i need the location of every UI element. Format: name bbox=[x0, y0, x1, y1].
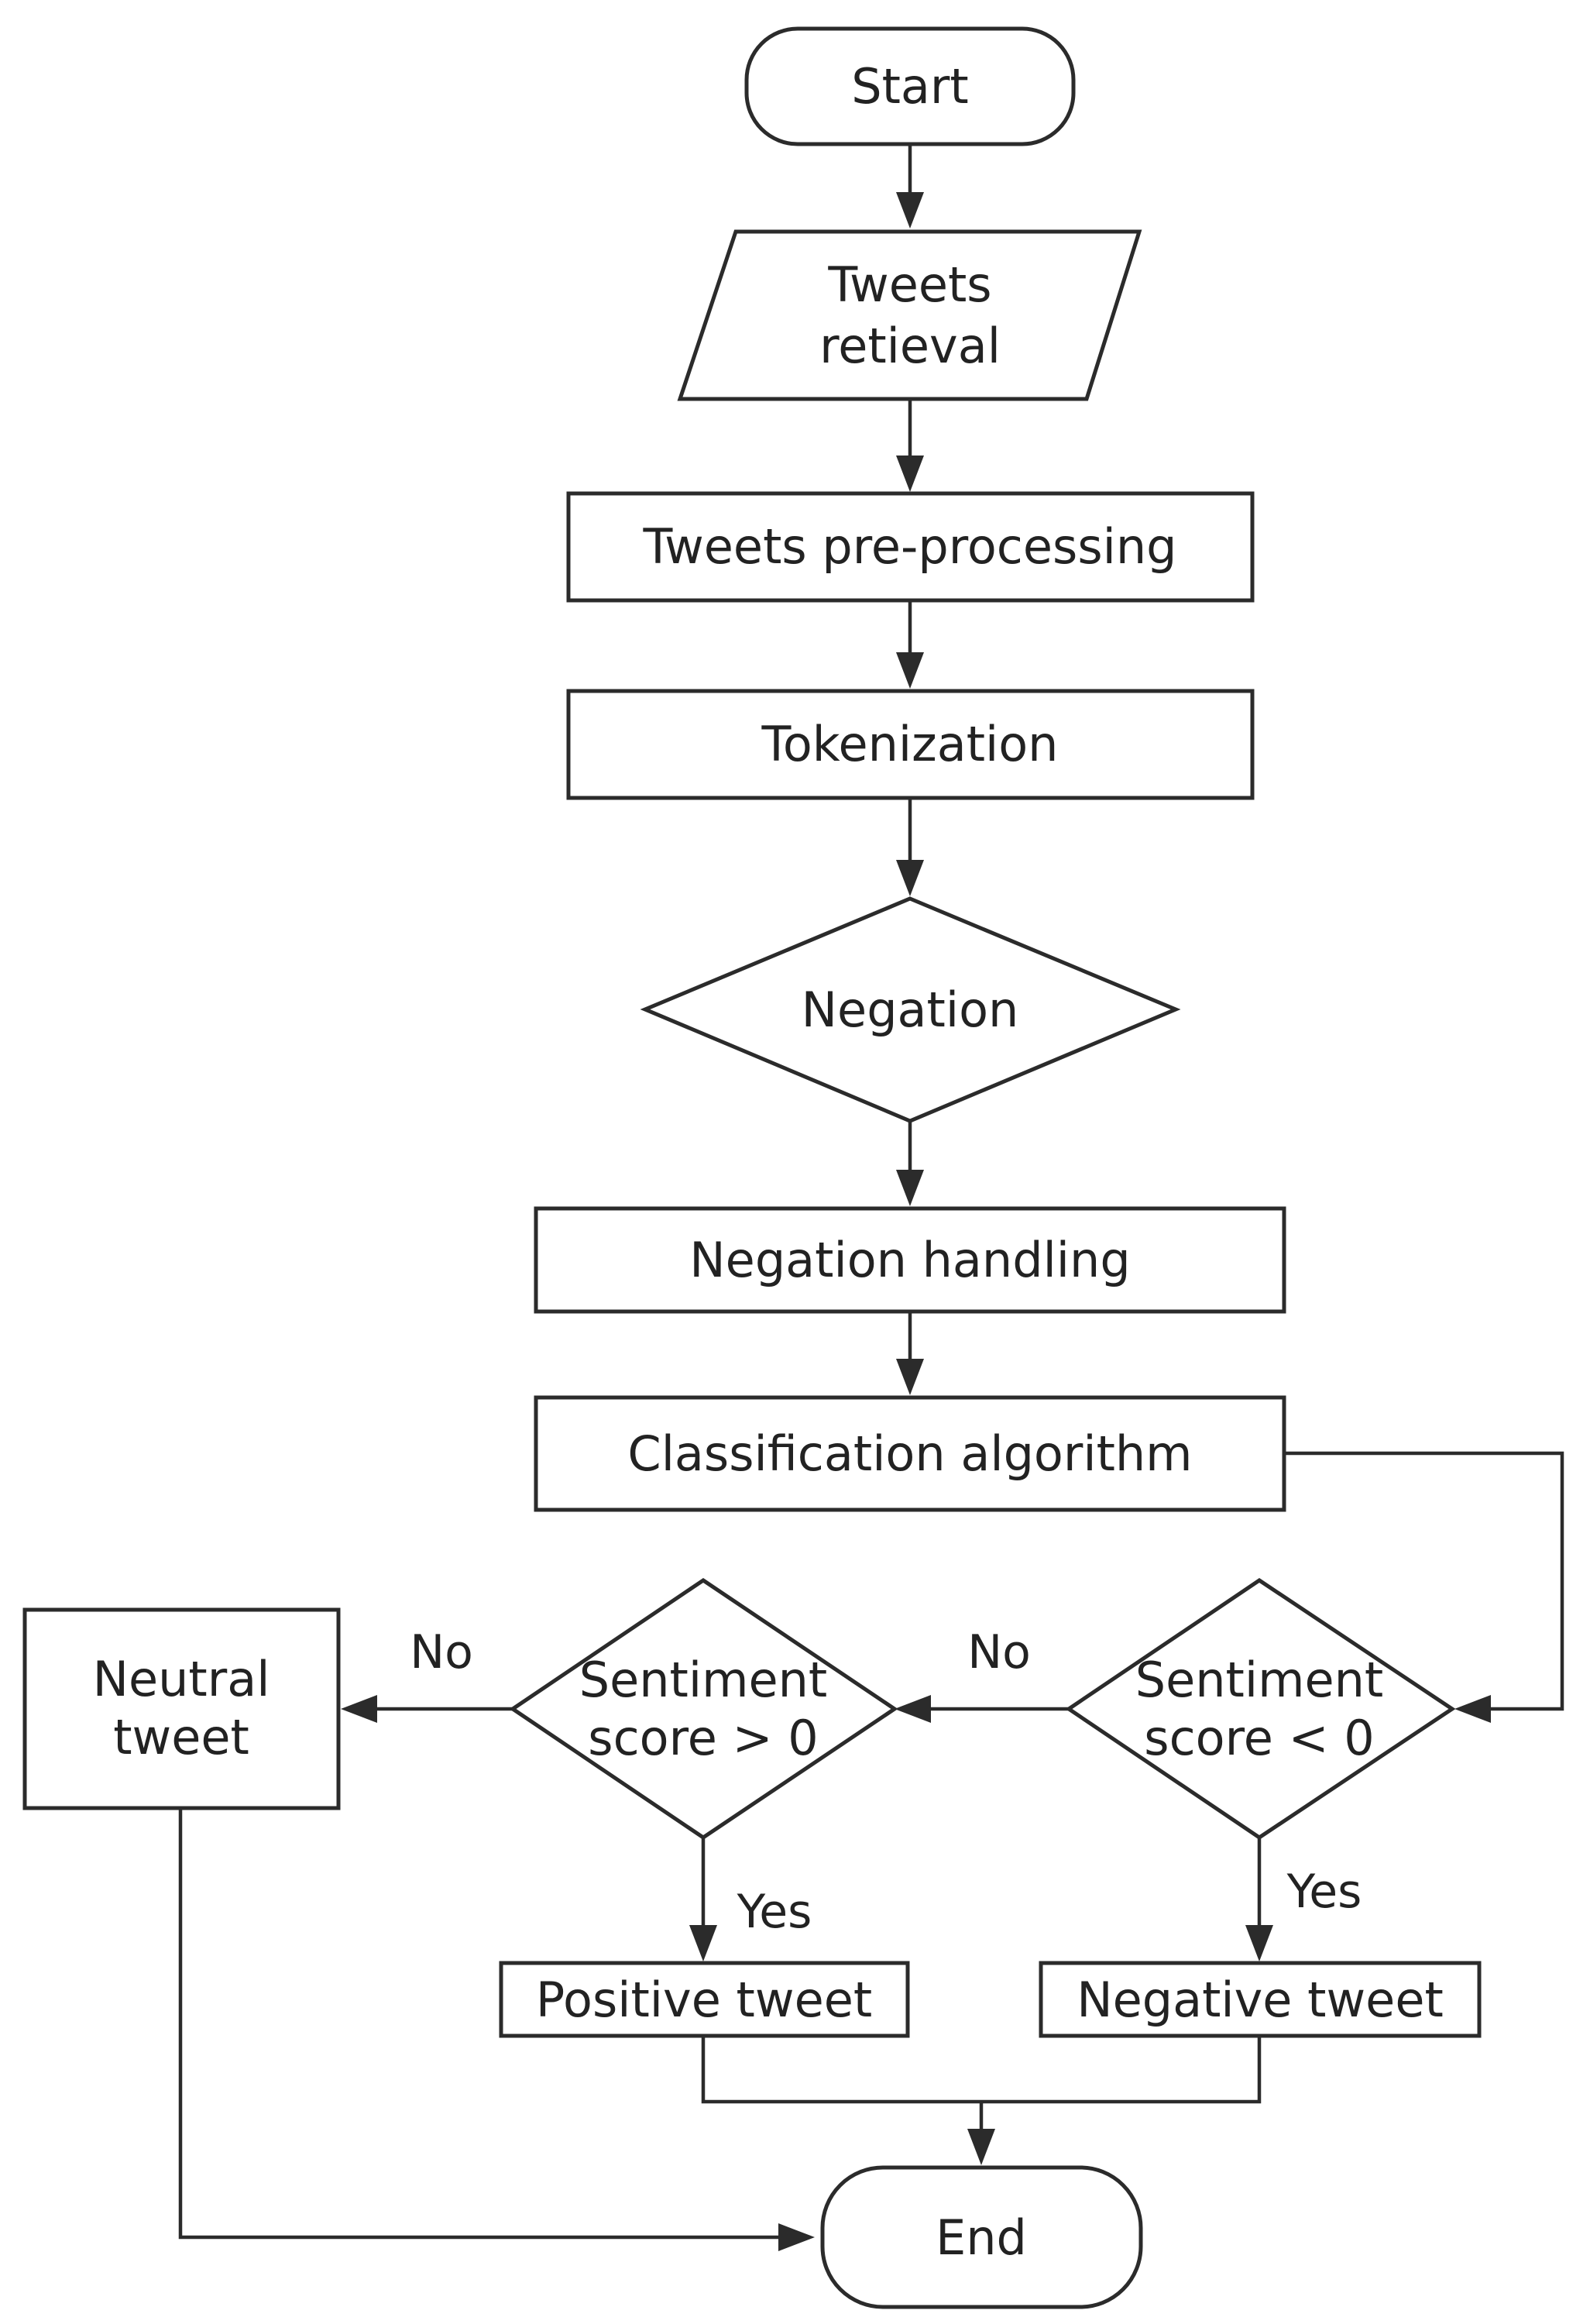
negation-handling-process: Negation handling bbox=[534, 1206, 1286, 1314]
end-terminal: End bbox=[820, 2165, 1143, 2309]
score-positive-label-line2: score > 0 bbox=[588, 1710, 818, 1766]
neutral-label-line1: Neutral bbox=[93, 1651, 270, 1707]
tweets-retrieval-input: Tweets retieval bbox=[677, 229, 1142, 401]
arrowhead bbox=[896, 456, 924, 492]
score-negative-label-line2: score < 0 bbox=[1144, 1710, 1374, 1766]
arrowhead bbox=[778, 2223, 815, 2251]
arrowhead bbox=[896, 652, 924, 689]
edge-label-pos-no: No bbox=[410, 1625, 473, 1679]
positive-tweet-process: Positive tweet bbox=[499, 1961, 910, 2038]
classification-label: Classification algorithm bbox=[627, 1425, 1192, 1482]
classification-process: Classification algorithm bbox=[534, 1395, 1286, 1512]
arrowhead bbox=[895, 1695, 931, 1723]
negation-handling-label: Negation handling bbox=[689, 1232, 1130, 1288]
connectors bbox=[178, 144, 1564, 2251]
score-negative-decision: Sentiment score < 0 bbox=[1065, 1577, 1456, 1841]
score-positive-label-line1: Sentiment bbox=[579, 1652, 827, 1708]
negation-label: Negation bbox=[802, 982, 1019, 1038]
tokenization-label: Tokenization bbox=[761, 716, 1059, 772]
arrowhead bbox=[896, 192, 924, 229]
arrowhead bbox=[896, 1170, 924, 1206]
score-positive-decision: Sentiment score > 0 bbox=[509, 1577, 898, 1841]
end-label: End bbox=[936, 2209, 1027, 2266]
preprocessing-label: Tweets pre-processing bbox=[642, 518, 1176, 575]
arrowhead bbox=[1454, 1695, 1491, 1723]
retrieval-label-line1: Tweets bbox=[827, 256, 991, 313]
negative-label: Negative tweet bbox=[1077, 1972, 1444, 2028]
negation-decision: Negation bbox=[640, 896, 1181, 1123]
edge-neutral-end bbox=[178, 1808, 778, 2240]
preprocessing-process: Tweets pre-processing bbox=[566, 491, 1255, 603]
negative-tweet-process: Negative tweet bbox=[1039, 1961, 1482, 2038]
neutral-tweet-process: Neutral tweet bbox=[22, 1607, 341, 1810]
edge-classification-score-neg bbox=[1284, 1451, 1564, 1711]
arrowhead bbox=[341, 1695, 377, 1723]
edge-labels: No No Yes Yes bbox=[410, 1625, 1362, 1939]
edge-label-pos-yes: Yes bbox=[737, 1885, 812, 1939]
arrowhead bbox=[689, 1925, 717, 1961]
edge-positive-merge bbox=[701, 2036, 1262, 2104]
arrowhead bbox=[1245, 1925, 1273, 1961]
tokenization-process: Tokenization bbox=[566, 689, 1255, 800]
edge-label-neg-no: No bbox=[967, 1625, 1031, 1679]
arrowhead bbox=[896, 1359, 924, 1395]
score-negative-label-line1: Sentiment bbox=[1135, 1652, 1383, 1708]
edge-label-neg-yes: Yes bbox=[1286, 1865, 1362, 1919]
arrowhead bbox=[967, 2129, 995, 2165]
neutral-label-line2: tweet bbox=[113, 1709, 249, 1765]
retrieval-label-line2: retieval bbox=[819, 318, 1001, 374]
start-label: Start bbox=[851, 58, 968, 115]
positive-label: Positive tweet bbox=[536, 1972, 872, 2028]
start-terminal: Start bbox=[744, 26, 1076, 146]
arrowhead bbox=[896, 860, 924, 896]
